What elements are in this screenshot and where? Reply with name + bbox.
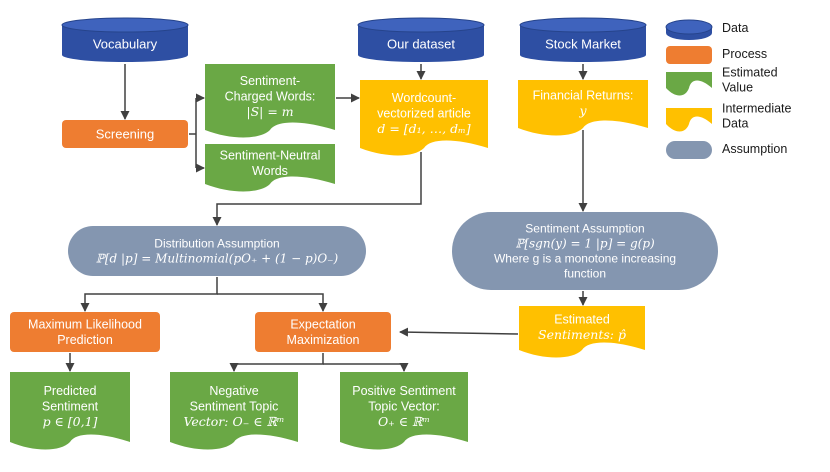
edge-estimated-to-em <box>399 327 519 337</box>
node-negative-topic-line: Vector: O₋ ∈ ℝᵐ <box>183 414 284 429</box>
legend-label: Value <box>722 81 753 95</box>
node-distribution-assumption-line: ℙ[d |p] = Multinomial(pO₊ + (1 − p)O₋) <box>96 252 339 266</box>
node-positive-topic-line: O₊ ∈ ℝᵐ <box>378 414 430 429</box>
node-screening: Screening <box>62 120 188 148</box>
node-mle-line: Maximum Likelihood <box>28 318 142 332</box>
node-vocabulary-line: Vocabulary <box>93 37 158 52</box>
node-negative-topic-line: Sentiment Topic <box>190 399 279 413</box>
node-wordcount-line: d = [d₁, …, dₘ] <box>377 121 470 136</box>
legend-label: Data <box>722 117 748 131</box>
node-charged-words-line: Sentiment- <box>240 74 300 88</box>
node-stock-market: Stock Market <box>519 17 647 62</box>
node-positive-topic-line: Positive Sentiment <box>352 384 456 398</box>
node-financial-returns-line: Financial Returns: <box>533 89 634 103</box>
node-neutral-words-line: Words <box>252 164 288 178</box>
legend-label: Assumption <box>722 142 787 156</box>
node-wordcount-line: vectorized article <box>377 106 471 120</box>
legend-label: Data <box>722 21 748 35</box>
node-sentiment-assumption-line: Sentiment Assumption <box>525 222 644 236</box>
legend: DataProcessEstimatedValueIntermediateDat… <box>665 19 792 159</box>
node-financial-returns: Financial Returns:y <box>518 80 648 136</box>
legend-label: Estimated <box>722 66 778 80</box>
node-our-dataset: Our dataset <box>357 17 485 62</box>
node-charged-words-line: |S| = m <box>246 104 293 119</box>
legend-item-data: Data <box>665 19 748 40</box>
edges <box>65 64 588 372</box>
node-estimated-sentiments-line: Sentiments: p̂ <box>538 327 626 342</box>
node-sentiment-assumption-line: Where g is a monotone increasing <box>494 252 676 266</box>
edge-wordcount-to-distribution <box>212 152 422 226</box>
node-financial-returns-line: y <box>578 103 587 118</box>
node-negative-topic-line: Negative <box>209 384 258 398</box>
node-stock-market-line: Stock Market <box>545 37 621 52</box>
node-sentiment-assumption-line: ℙ[sgn(y) = 1 |p] = g(p) <box>515 237 655 251</box>
node-mle-line: Prediction <box>57 333 113 347</box>
edge-distribution-to-em <box>217 293 328 312</box>
node-neutral-words-line: Sentiment-Neutral <box>220 149 321 163</box>
node-our-dataset-line: Our dataset <box>387 37 455 52</box>
node-predicted-sentiment-line: Predicted <box>44 384 97 398</box>
legend-item-process: Process <box>666 46 767 64</box>
node-screening-line: Screening <box>96 127 155 142</box>
legend-item-assumption: Assumption <box>666 141 787 159</box>
node-em-line: Expectation <box>290 318 355 332</box>
edge-em-to-positive <box>323 363 409 372</box>
nodes: Vocabulary Our dataset Stock MarketScreeni… <box>10 17 718 450</box>
node-charged-words-line: Charged Words: <box>225 89 316 103</box>
node-predicted-sentiment-line: p ∈ [0,1] <box>43 414 98 429</box>
node-wordcount-line: Wordcount- <box>392 91 456 105</box>
node-sentiment-assumption-line: function <box>564 267 606 281</box>
edge-em-to-negative <box>229 353 324 372</box>
node-distribution-assumption-line: Distribution Assumption <box>154 237 279 251</box>
edge-distribution-to-mle <box>80 277 218 312</box>
legend-label: Intermediate <box>722 102 792 116</box>
node-charged-words: Sentiment-Charged Words:|S| = m <box>205 64 335 138</box>
node-predicted-sentiment-line: Sentiment <box>42 399 99 413</box>
node-em-line: Maximization <box>287 333 360 347</box>
node-vocabulary: Vocabulary <box>61 17 189 62</box>
legend-label: Process <box>722 47 767 61</box>
node-estimated-sentiments-line: Estimated <box>554 313 610 327</box>
node-positive-topic-line: Topic Vector: <box>368 399 440 413</box>
